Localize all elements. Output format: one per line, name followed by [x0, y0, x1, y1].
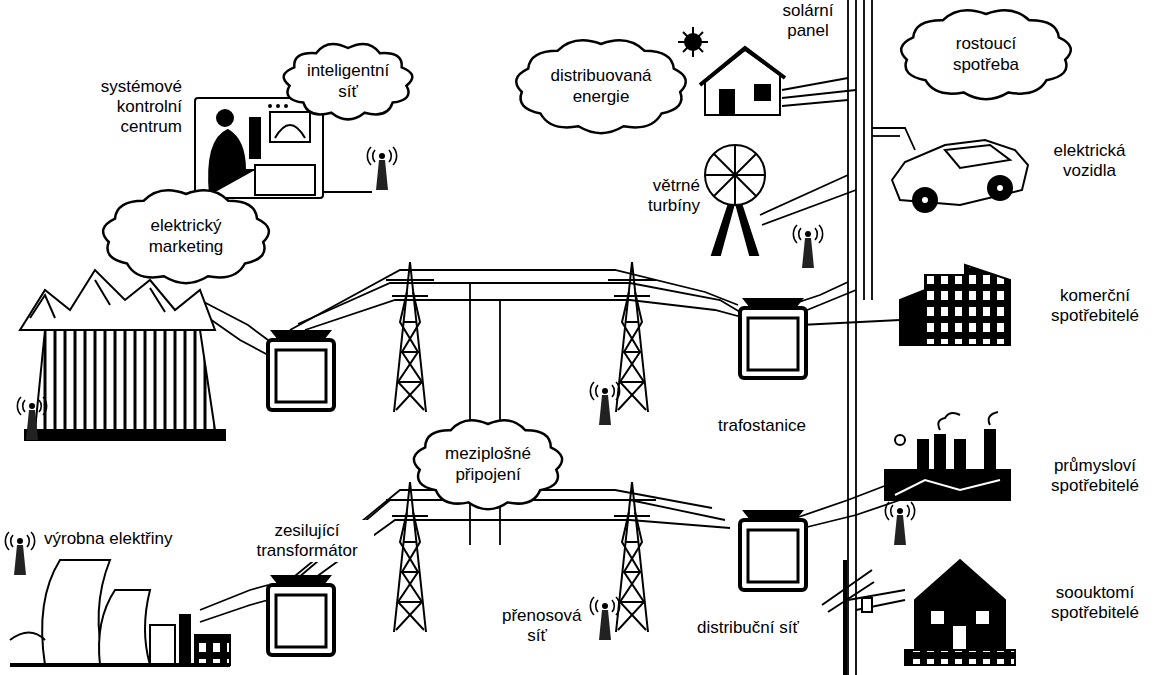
label-text: komerční spotřebitelé	[1023, 285, 1167, 327]
cloud-text: inteligentní síť	[303, 60, 393, 102]
label-text: soouktomí spotřebitelé	[1023, 582, 1167, 624]
cloud-text: rostoucí spotřeba	[931, 33, 1041, 75]
cloud-outline	[413, 418, 563, 510]
cloud-text: distribuovaná energie	[536, 65, 666, 107]
cloud-text: meziplošné připojení	[433, 443, 543, 485]
label-text: přenosová síť	[500, 605, 574, 647]
cloud-bubble: distribuovaná energie	[515, 38, 687, 134]
label-text: větrné turbíny	[612, 175, 702, 217]
cloud-outline	[515, 38, 687, 134]
label-text: systémové kontrolní centrum	[55, 76, 184, 138]
cloud-bubble: meziplošné připojení	[413, 418, 563, 510]
label-text: výrobna elektřiny	[42, 528, 226, 550]
cloud-bubble: rostoucí spotřeba	[900, 8, 1072, 100]
label-text: distribuční síť	[695, 617, 839, 639]
cloud-outline	[900, 8, 1072, 100]
label-text: trafostanice	[705, 415, 819, 437]
cloud-text: elektrický marketing	[131, 215, 241, 257]
label-text: solární panel	[770, 0, 846, 42]
label-text: zesilující transformátor	[240, 520, 374, 562]
label-text: průmysloví spotřebitelé	[1023, 455, 1167, 497]
cloud-bubble: elektrický marketing	[102, 188, 270, 284]
cloud-outline	[283, 42, 413, 120]
label-text: elektrická vozidla	[1040, 140, 1139, 182]
cloud-outline	[102, 188, 270, 284]
cloud-bubble: inteligentní síť	[283, 42, 413, 120]
